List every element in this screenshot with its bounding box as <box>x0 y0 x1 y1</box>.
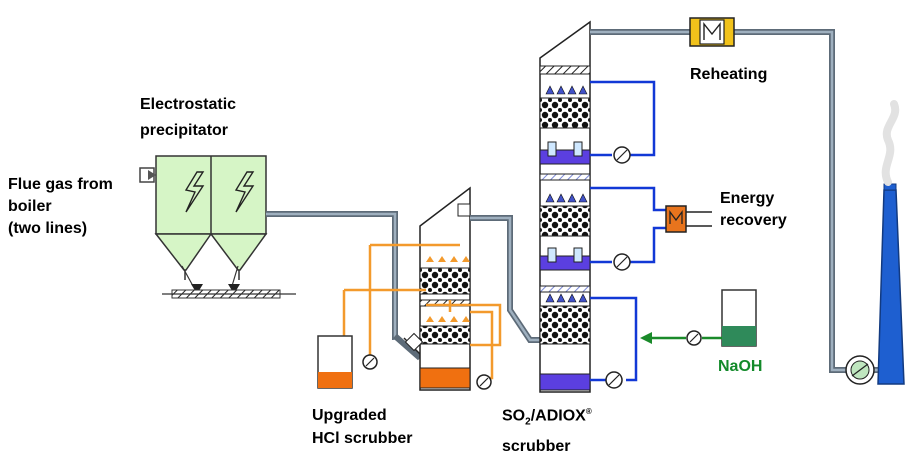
gas-duct <box>470 215 540 343</box>
packing-icon <box>539 305 591 345</box>
flue-gas-label-line: boiler <box>8 198 52 215</box>
naoh-label: NaOH <box>718 358 763 375</box>
electrostatic-precipitator <box>154 155 296 299</box>
esp-label-line: Electrostatic <box>140 96 237 113</box>
adiox-text: /ADIOX <box>530 407 586 425</box>
lightning-icon <box>184 171 205 213</box>
chimney-stack <box>877 100 905 385</box>
hcl-circulation-loop <box>342 243 502 380</box>
spray-nozzle-icon <box>545 85 588 303</box>
registered-mark: ® <box>585 407 592 416</box>
gas-duct <box>266 211 398 340</box>
energy-recovery-label-line: recovery <box>720 212 787 229</box>
reheating-label: Reheating <box>690 66 768 83</box>
packing-icon <box>539 205 591 237</box>
energy-recovery-label: Energy recovery <box>720 188 787 232</box>
so2-scrubber-label-line: SO2/ADIOX® <box>502 400 592 435</box>
spray-nozzle-icon <box>426 256 470 322</box>
so2-text: SO <box>502 407 526 425</box>
energy-recovery-label-line: Energy <box>720 190 775 207</box>
flue-gas-inlet <box>139 167 156 183</box>
hcl-scrubber-label-line: Upgraded <box>312 407 387 424</box>
flue-gas-label: Flue gas from boiler (two lines) <box>8 174 113 240</box>
hcl-buffer-tank <box>317 335 353 389</box>
pump-icon <box>613 253 631 271</box>
packing-icon <box>419 325 471 345</box>
naoh-feed-line <box>640 332 722 344</box>
pump-icon <box>605 371 623 389</box>
heater-icon <box>689 17 735 47</box>
hcl-scrubber-column <box>403 186 471 391</box>
pump-icon <box>362 354 378 370</box>
packing-icon <box>539 97 591 129</box>
fan-icon <box>845 355 875 385</box>
packing-icon <box>419 267 471 295</box>
flue-gas-label-line: Flue gas from <box>8 176 113 193</box>
naoh-tank <box>721 289 757 347</box>
so2-adiox-scrubber-column <box>539 20 591 393</box>
so2-scrubber-label-line: scrubber <box>502 437 571 455</box>
heat-exchanger-icon <box>665 205 712 233</box>
pump-icon <box>476 374 492 390</box>
hcl-scrubber-label: Upgraded HCl scrubber <box>312 404 412 450</box>
so2-subscript: 2 <box>525 416 531 428</box>
pump-icon <box>613 146 631 164</box>
pump-icon <box>686 330 702 346</box>
hcl-scrubber-label-line: HCl scrubber <box>312 430 413 447</box>
so2-circulation-loop <box>590 80 684 382</box>
flue-gas-label-line: (two lines) <box>8 220 88 237</box>
lightning-icon <box>234 171 255 213</box>
esp-label: Electrostatic precipitator <box>140 92 236 144</box>
esp-label-line: precipitator <box>140 122 229 139</box>
